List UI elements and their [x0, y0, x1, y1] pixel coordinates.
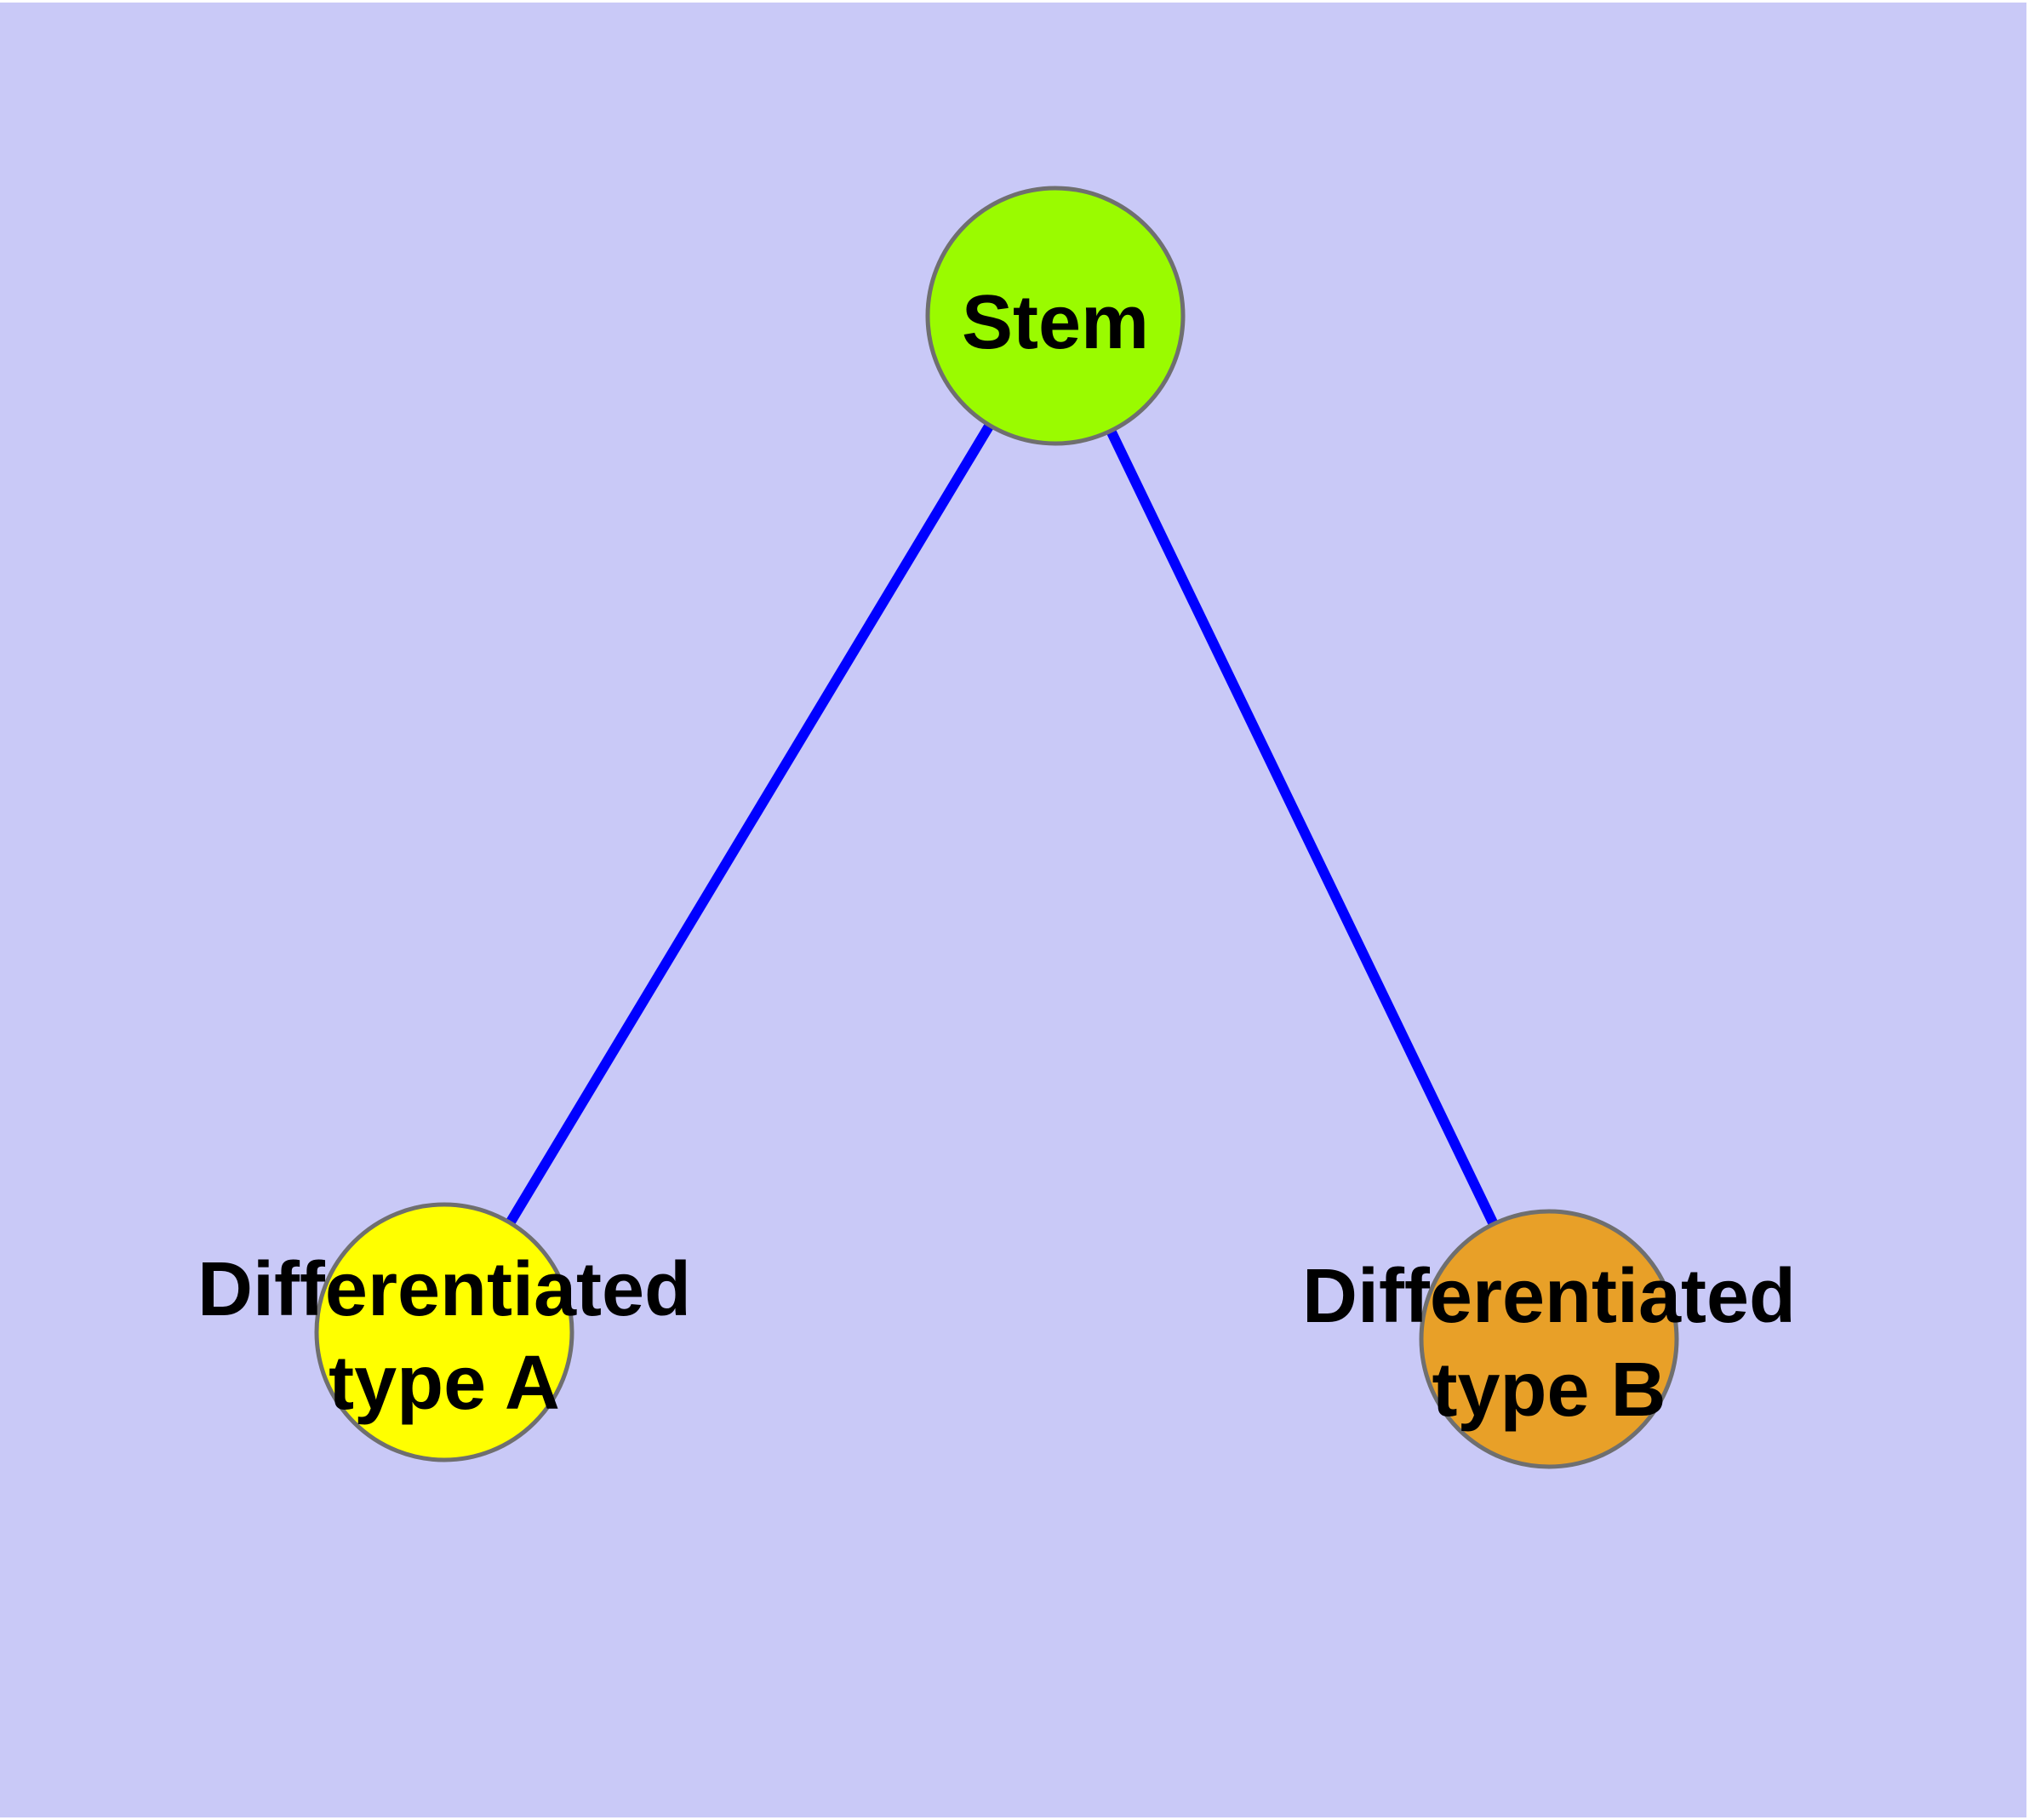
node-stem-label: Stem [962, 280, 1149, 365]
node-type-a-circle [314, 1202, 574, 1462]
node-stem-circle [925, 186, 1186, 446]
node-differentiated-type-a: Differentiated type A [197, 1202, 691, 1462]
node-type-a-label-line2: type A [329, 1341, 560, 1426]
edge-stem-to-type-a [439, 312, 1060, 1336]
node-differentiated-type-b: Differentiated type B [1302, 1209, 1796, 1469]
node-type-b-label-line1: Differentiated [1302, 1254, 1796, 1339]
node-type-a-label-line1: Differentiated [197, 1247, 691, 1332]
node-type-b-label-line2: type B [1432, 1348, 1666, 1433]
edge-stem-to-type-b [1050, 313, 1554, 1342]
node-type-b-circle [1419, 1209, 1679, 1469]
node-stem: Stem [925, 186, 1186, 446]
